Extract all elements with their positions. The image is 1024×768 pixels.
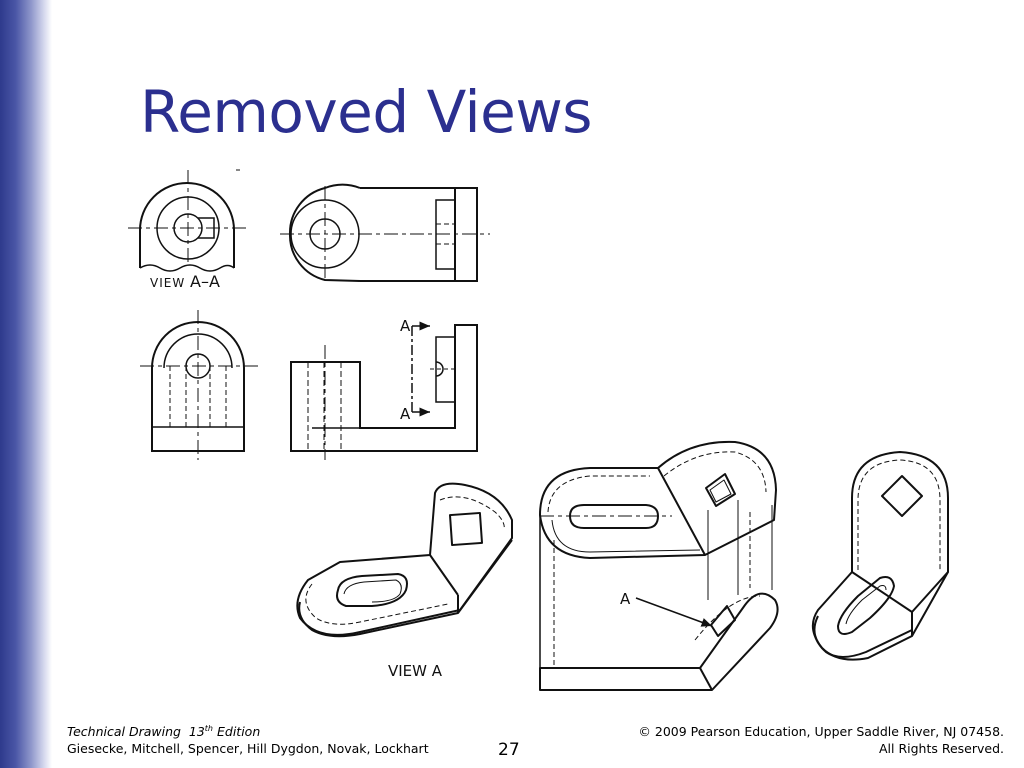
page-number: 27	[498, 740, 520, 760]
footer-copyright-line2: All Rights Reserved.	[878, 741, 1004, 756]
view-a-drawing	[296, 482, 513, 638]
footer-authors: Giesecke, Mitchell, Spencer, Hill Dygdon…	[67, 741, 429, 756]
footer-edition-number: 13	[188, 724, 205, 739]
slide-title: Removed Views	[140, 78, 592, 146]
front-view-drawing	[290, 321, 478, 460]
top-view-drawing	[280, 183, 490, 282]
view-aa-drawing	[128, 169, 248, 272]
center-isometric-drawing	[539, 440, 779, 691]
view-aa-suffix: A–A	[190, 272, 220, 291]
section-a-bottom-label: A	[400, 405, 411, 423]
side-view-drawing	[140, 310, 258, 460]
footer-copyright: © 2009 Pearson Education, Upper Saddle R…	[638, 723, 1004, 757]
footer-book-title: Technical Drawing	[67, 724, 181, 739]
view-aa-prefix: VIEW	[150, 276, 185, 290]
footer-edition-line: Technical Drawing 13th Edition	[67, 723, 429, 740]
footer-edition-suffix: th	[204, 723, 214, 733]
view-a-label: VIEW A	[388, 662, 443, 680]
section-a-top-label: A	[400, 317, 411, 335]
footer-copyright-line1: © 2009 Pearson Education, Upper Saddle R…	[638, 724, 1004, 739]
arrow-a-label: A	[620, 590, 631, 608]
footer-book-info: Technical Drawing 13th Edition Giesecke,…	[67, 723, 429, 757]
right-isometric-drawing	[811, 451, 949, 661]
footer-edition-word: Edition	[217, 724, 261, 739]
sidebar-gradient	[0, 0, 52, 768]
